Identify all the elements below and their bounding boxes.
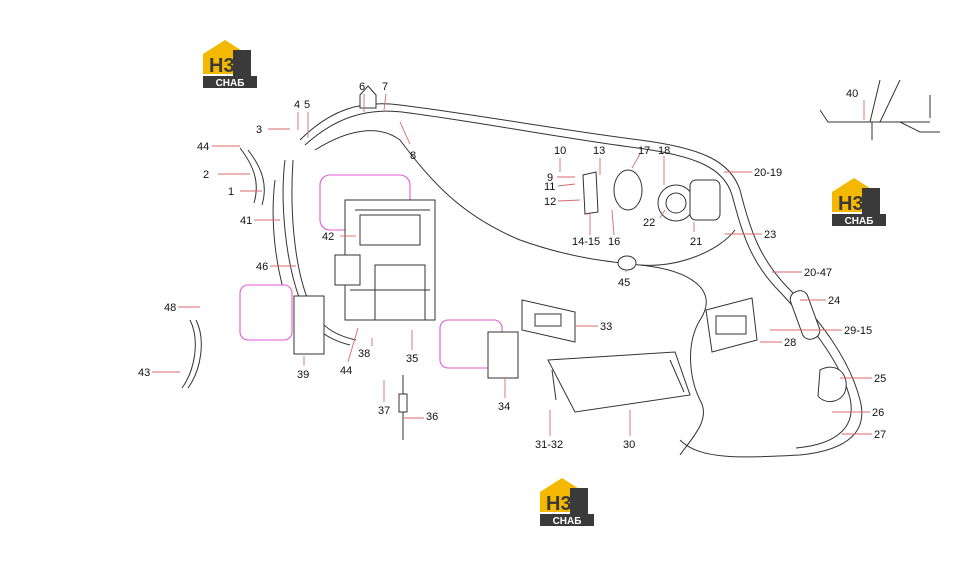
callout-label: 7	[382, 81, 388, 93]
bracket-28	[705, 297, 758, 353]
callout-label: 20-47	[804, 267, 832, 279]
bracket-43	[181, 319, 202, 389]
callout-label: 26	[872, 407, 884, 419]
callout-label: 6	[359, 81, 365, 93]
filter-right	[439, 319, 519, 379]
callout-label: 4	[294, 99, 300, 111]
logo-letters: H3	[546, 493, 572, 515]
grommet-45	[617, 255, 637, 271]
logo-subtitle: СНАБ	[553, 516, 582, 527]
logo-subtitle: СНАБ	[845, 216, 874, 227]
callout-labels: 1 2 3 4 5 6 7 8 9 10 11 12 13 14-15 16 1…	[138, 81, 886, 451]
callout-label: 39	[297, 369, 309, 381]
filter-left	[239, 284, 325, 355]
callout-label: 18	[658, 145, 670, 157]
brand-logo: H3 СНАБ	[832, 178, 886, 227]
callout-label: 22	[643, 217, 655, 229]
pipe-routing	[239, 103, 863, 458]
callout-label: 12	[544, 196, 556, 208]
callout-label: 34	[498, 401, 510, 413]
condenser	[547, 351, 691, 413]
logo-subtitle: СНАБ	[216, 78, 245, 89]
bracket-33	[521, 299, 576, 343]
callout-label: 21	[690, 236, 702, 248]
callout-label: 28	[784, 337, 796, 349]
callout-label: 33	[600, 321, 612, 333]
callout-label: 2	[203, 169, 209, 181]
callout-label: 37	[378, 405, 390, 417]
compressor	[582, 169, 721, 222]
logo-letters: H3	[838, 193, 864, 215]
callout-label: 3	[256, 124, 262, 136]
callout-label: 13	[593, 145, 605, 157]
callout-label: 25	[874, 373, 886, 385]
callout-label: 24	[828, 295, 840, 307]
callout-label: 44	[197, 141, 209, 153]
callout-label: 38	[358, 348, 370, 360]
callout-label: 16	[608, 236, 620, 248]
callout-label: 36	[426, 411, 438, 423]
callout-label: 10	[554, 145, 566, 157]
callout-label: 41	[240, 215, 252, 227]
callout-label: 1	[228, 186, 234, 198]
callout-label: 23	[764, 229, 776, 241]
sensor-36	[398, 375, 408, 440]
callout-label: 35	[406, 353, 418, 365]
callout-label: 30	[623, 439, 635, 451]
brand-logo: H3 СНАБ	[540, 478, 594, 527]
callout-label: 27	[874, 429, 886, 441]
callout-label: 40	[846, 88, 858, 100]
callout-label: 29-15	[844, 325, 872, 337]
logo-letters: H3	[209, 55, 235, 77]
callout-label: 17	[638, 145, 650, 157]
callout-label: 5	[304, 99, 310, 111]
callout-label: 14-15	[572, 236, 600, 248]
wiring-harness	[819, 79, 940, 140]
callout-label: 43	[138, 367, 150, 379]
callout-label: 31-32	[535, 439, 563, 451]
evaporator-unit	[319, 174, 436, 321]
callout-label: 9	[547, 172, 553, 184]
callout-label: 11	[544, 181, 555, 193]
callout-label: 44	[340, 365, 352, 377]
callout-label: 42	[322, 231, 334, 243]
receiver-drier	[789, 290, 847, 403]
callout-label: 48	[164, 302, 176, 314]
callout-label: 20-19	[754, 167, 782, 179]
callout-label: 46	[256, 261, 268, 273]
callout-label: 8	[410, 150, 416, 162]
callout-label: 45	[618, 277, 630, 289]
brand-logo: H3 СНАБ	[203, 40, 257, 89]
